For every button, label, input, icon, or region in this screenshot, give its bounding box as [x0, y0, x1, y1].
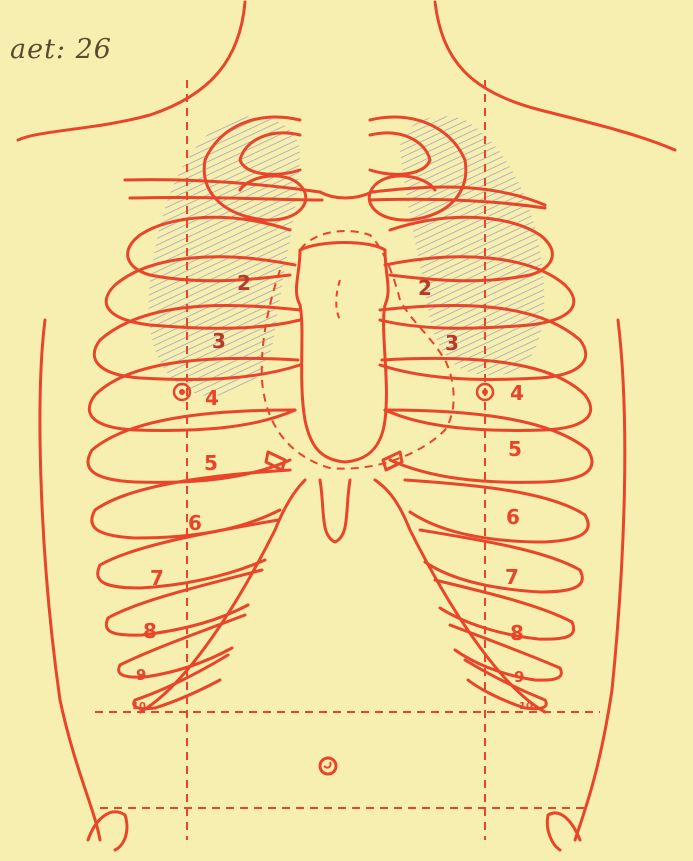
neck-shoulder-right — [18, 2, 245, 140]
rib-label: 4 — [205, 386, 219, 410]
left-lung-shading — [400, 116, 544, 375]
nipple-marker-icon — [477, 384, 493, 400]
rib-label: 3 — [445, 331, 459, 355]
navel-icon — [320, 758, 336, 774]
rib-label: 8 — [143, 619, 157, 643]
torso-side-right — [40, 320, 100, 840]
rib-label: 10 — [132, 701, 146, 712]
sternal-notch — [320, 192, 372, 198]
rib-label: 6 — [506, 505, 520, 529]
rib-label: 5 — [508, 437, 522, 461]
rib-label: 2 — [418, 276, 432, 300]
rib-label: 9 — [514, 668, 524, 686]
rib-label: 5 — [204, 451, 218, 475]
hip-left — [547, 813, 580, 850]
rib-label: 7 — [505, 565, 519, 589]
rib-label: 3 — [212, 329, 226, 353]
rib-label: 4 — [510, 381, 524, 405]
dash-marker — [336, 280, 340, 320]
rib-label: 9 — [136, 666, 146, 684]
rib-label: 2 — [237, 271, 251, 295]
sternum — [296, 243, 388, 463]
rib-label: 10 — [519, 701, 533, 712]
xiphoid — [320, 480, 350, 542]
rib-label: 7 — [150, 566, 164, 590]
rib-label: 6 — [188, 511, 202, 535]
rib-label: 8 — [510, 621, 524, 645]
